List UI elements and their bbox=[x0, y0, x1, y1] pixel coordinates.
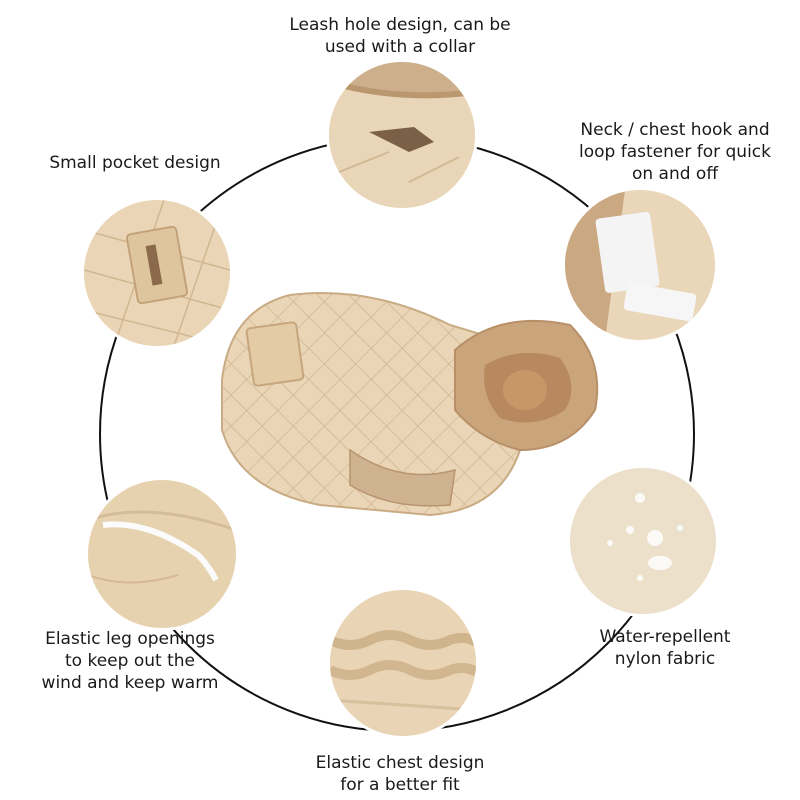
caption-water-repellent: Water-repellent nylon fabric bbox=[585, 626, 745, 670]
caption-elastic-chest: Elastic chest design for a better fit bbox=[290, 752, 510, 796]
caption-line: nylon fabric bbox=[614, 649, 716, 669]
caption-hook-loop: Neck / chest hook and loop fastener for … bbox=[570, 119, 780, 185]
dog-vest-photo bbox=[200, 270, 620, 540]
caption-line: Elastic chest design bbox=[315, 753, 485, 773]
water-drops-photo bbox=[570, 468, 716, 614]
caption-line: to keep out the bbox=[65, 651, 195, 671]
caption-line: wind and keep warm bbox=[41, 673, 219, 693]
caption-line: used with a collar bbox=[324, 37, 476, 57]
caption-line: Elastic leg openings bbox=[45, 629, 215, 649]
pocket-photo bbox=[84, 200, 230, 346]
elastic-chest-photo bbox=[330, 590, 476, 736]
caption-line: loop fastener for quick bbox=[579, 142, 771, 162]
caption-line: for a better fit bbox=[340, 775, 460, 795]
caption-line: Neck / chest hook and bbox=[580, 120, 770, 140]
caption-line: on and off bbox=[631, 164, 719, 184]
caption-pocket: Small pocket design bbox=[40, 152, 230, 174]
caption-line: Water-repellent bbox=[599, 627, 731, 647]
elastic-leg-photo bbox=[88, 480, 236, 628]
caption-line: Small pocket design bbox=[49, 153, 221, 173]
caption-line: Leash hole design, can be bbox=[289, 15, 511, 35]
hook-loop-photo bbox=[565, 190, 715, 340]
caption-leash-hole: Leash hole design, can be used with a co… bbox=[260, 14, 540, 58]
caption-elastic-leg: Elastic leg openings to keep out the win… bbox=[30, 628, 230, 694]
leash-hole-photo bbox=[329, 62, 475, 208]
